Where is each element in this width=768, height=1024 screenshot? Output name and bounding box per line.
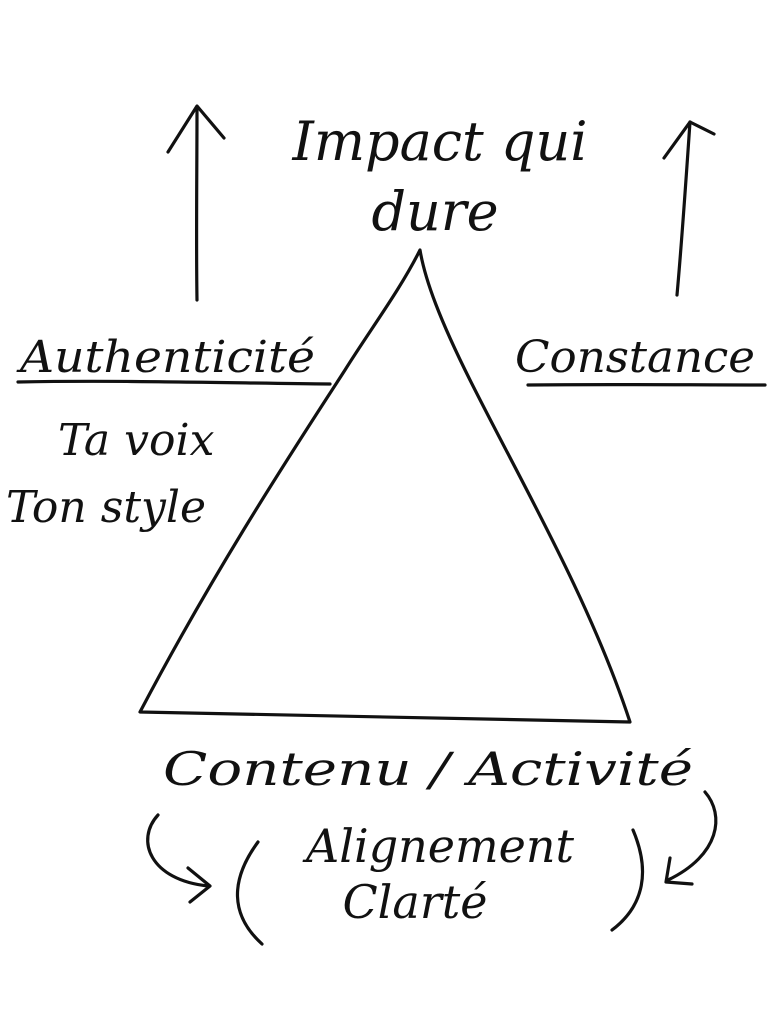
right-up-arrow xyxy=(662,120,716,297)
right-parenthesis xyxy=(610,828,645,932)
left-heading: Authenticité xyxy=(16,332,315,383)
left-item-2: Ton style xyxy=(6,482,206,533)
left-up-arrow xyxy=(166,104,226,302)
right-heading: Constance xyxy=(515,332,755,383)
top-label-line1: Impact qui xyxy=(291,110,587,173)
right-curved-arrow xyxy=(664,790,718,886)
top-label-line2: dure xyxy=(371,180,498,243)
bottom-heading: Contenu / Activité xyxy=(163,742,693,796)
bottom-item-1: Alignement xyxy=(302,819,574,873)
left-item-1: Ta voix xyxy=(58,415,215,466)
left-parenthesis xyxy=(235,840,264,946)
triangle xyxy=(138,248,632,724)
bottom-item-2: Clarté xyxy=(342,875,487,929)
left-curved-arrow xyxy=(146,813,212,904)
left-heading-underline xyxy=(16,379,332,386)
